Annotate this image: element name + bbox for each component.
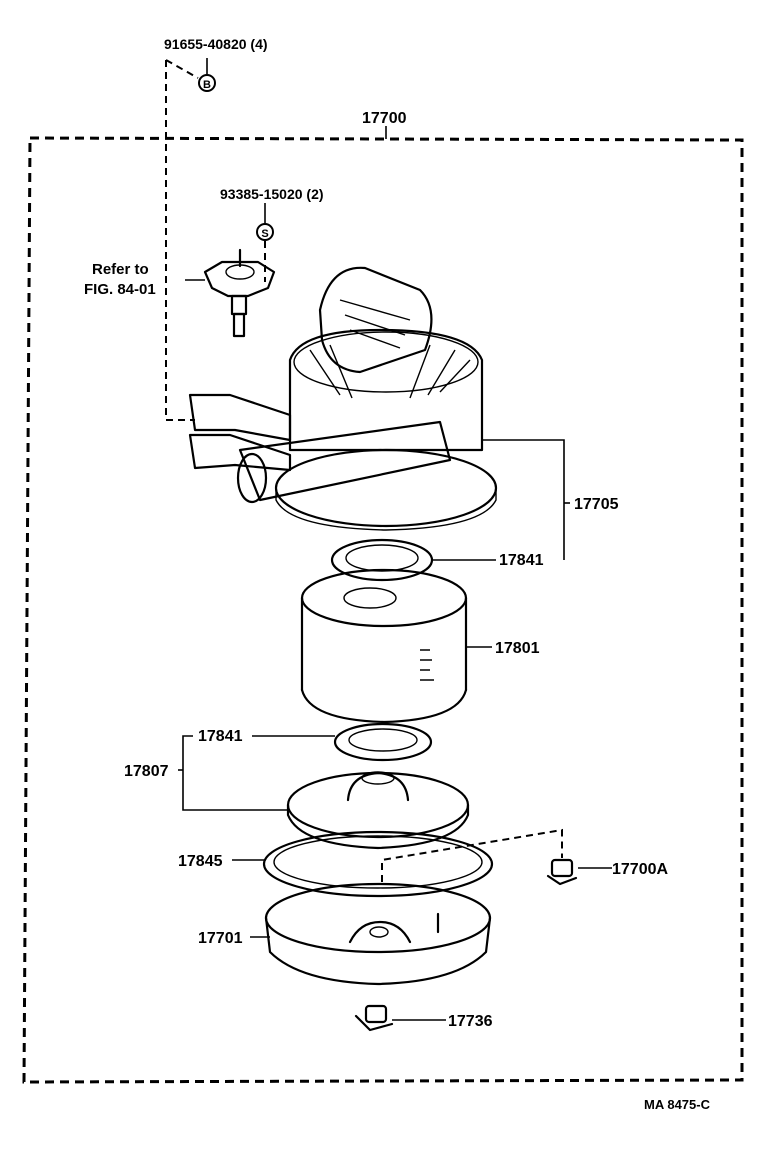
body-part-number: 17705	[574, 496, 619, 513]
right-clamp-part-number: 17700A	[612, 861, 668, 878]
cap-sub-assembly-part	[286, 771, 470, 850]
lower-gasket-part-number: 17841	[198, 728, 243, 745]
top-gasket-part-number: 17841	[499, 552, 544, 569]
bottom-clamp-part-number: 17736	[448, 1013, 493, 1030]
screw-marker-letter: S	[261, 228, 268, 240]
seal-ring-part-number: 17845	[178, 853, 223, 870]
screw-part-number: 93385-15020 (2)	[220, 186, 324, 202]
bolt-marker-letter: B	[203, 79, 211, 91]
assembly-boundary-frame	[22, 126, 744, 1084]
assembly-part-number: 17700	[362, 110, 407, 127]
bottom-clamp-part	[354, 1004, 446, 1032]
air-cleaner-case-part	[264, 882, 492, 986]
drawing-code: MA 8475-C	[644, 1097, 711, 1112]
filter-element-part	[300, 568, 468, 724]
bolt-marker-icon	[198, 74, 216, 92]
seal-ring-part	[262, 830, 494, 898]
right-clamp-part	[381, 828, 612, 886]
bolt-callout: B	[165, 58, 216, 421]
element-part-number: 17801	[495, 640, 540, 657]
leader-lines	[178, 439, 570, 938]
cap-part-number: 17807	[124, 763, 169, 780]
air-cleaner-body-part	[188, 266, 498, 531]
screw-marker-icon	[256, 223, 274, 241]
screw-callout: S	[256, 203, 274, 282]
lower-gasket-part	[333, 722, 433, 762]
bolt-part-number: 91655-40820 (4)	[164, 36, 268, 52]
refer-figure-label: FIG. 84-01	[84, 281, 156, 298]
mount-stay-part	[185, 248, 276, 338]
case-part-number: 17701	[198, 930, 243, 947]
refer-to-label: Refer to	[92, 261, 149, 278]
